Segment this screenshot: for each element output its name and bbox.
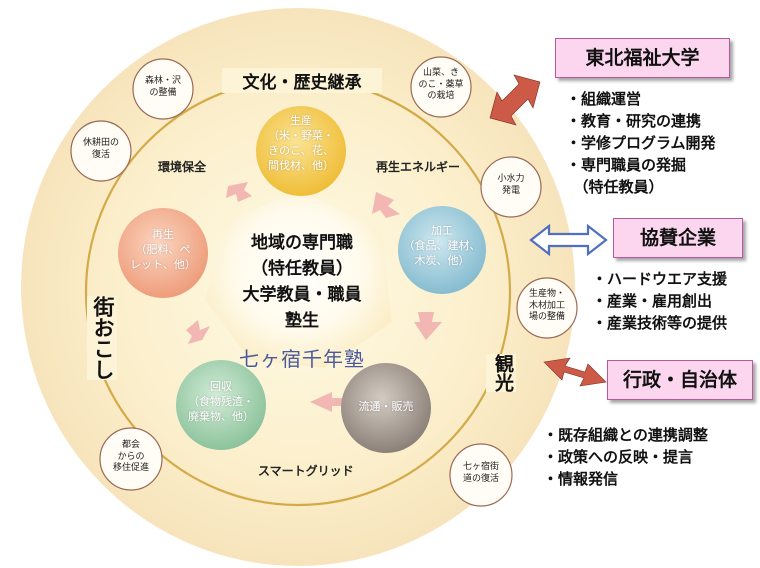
center-pentagon	[205, 190, 392, 368]
center-line-1: 地域の専門職	[251, 233, 353, 253]
center-text: 地域の専門職 （特任教員） 大学教員・職員 塾生	[222, 230, 382, 334]
satellite-shosuiryoku-line-2: 発電	[501, 185, 520, 196]
satellite-tokai-line-1: 都会	[121, 440, 140, 450]
partner-companies-title: 協賛企業	[613, 218, 743, 258]
ring-label-kanko: 観光	[486, 354, 516, 392]
satellite-seisanbutsu-line-1: 生産物・	[528, 289, 565, 299]
partner-companies-list: ・ハードウエア支援 ・産業・雇用創出 ・産業技術等の提供	[592, 268, 727, 334]
satellite-shinrin-line-2: の整備	[149, 87, 177, 98]
partner-companies-item: ・産業・雇用創出	[592, 292, 713, 310]
partner-companies-item: ・ハードウエア支援	[592, 270, 728, 288]
satellite-shinrin: 森林・沢 の整備	[133, 76, 193, 99]
seisan-text: 生産 （米・野菜・ きのこ、花、 間伐材、他）	[256, 114, 346, 173]
satellite-kyukouden-line-2: 復活	[91, 149, 110, 160]
circle-kaishu	[176, 360, 266, 450]
saisei-text: 再生 （肥料、ペ レット、他）	[118, 228, 208, 273]
satellite-shosuiryoku: 小水力 発電	[481, 174, 541, 197]
satellite-sansai-line-3: の栽培	[427, 91, 455, 102]
circle-kakou	[398, 206, 486, 294]
satellite-kyukouden-line-1: 休耕田の	[82, 138, 119, 148]
satellite-circles	[70, 56, 578, 507]
satellite-shukuba-line-2: 道の復活	[462, 473, 499, 484]
ring-label-machi: 街おこし	[87, 296, 117, 380]
circle-seisan	[256, 106, 346, 196]
satellite-shukuba: 七ヶ宿街 道の復活	[451, 462, 511, 485]
partner-university-item: （特任教員）	[566, 178, 664, 196]
satellite-tokai-line-2: からの	[117, 451, 145, 462]
ring-label-kankyo: 環境保全	[158, 160, 207, 174]
satellite-sansai: 山菜、き のこ・薬草 の栽培	[411, 68, 471, 103]
satellite-shukuba-line-1: 七ヶ宿街	[462, 462, 499, 472]
satellite-kyukouden: 休耕田の 復活	[71, 138, 131, 161]
ring-label-smartgrid: スマートグリッド	[258, 464, 354, 478]
satellite-seisanbutsu-line-3: 場の整備	[528, 312, 565, 323]
seisan-detail-1: （米・野菜・	[268, 128, 334, 142]
saisei-detail-2: レット、他）	[130, 257, 196, 271]
red-double-arrows	[489, 74, 607, 387]
partner-university-title: 東北福祉大学	[555, 38, 730, 78]
ring-label-bunka: 文化・歴史継承	[222, 68, 382, 93]
satellite-seisanbutsu: 生産物・ 木材加工 場の整備	[517, 289, 577, 324]
partner-university-item: ・組織運営	[566, 90, 642, 108]
circle-ryutsu	[341, 363, 431, 453]
center-line-2: （特任教員）	[251, 259, 353, 279]
kaishu-detail-2: 廃棄物、他）	[188, 409, 254, 423]
center-line-3: 大学教員・職員	[242, 285, 362, 305]
saisei-label: 再生	[152, 228, 174, 241]
partner-government-item: ・情報発信	[543, 470, 619, 488]
partner-university-item: ・教育・研究の連携	[566, 112, 702, 130]
kakou-label: 加工	[431, 224, 453, 237]
satellite-sansai-line-2: のこ・薬草	[418, 79, 464, 90]
partner-government-item: ・政策への反映・提言	[543, 448, 694, 466]
satellite-sansai-line-1: 山菜、き	[422, 68, 459, 78]
seisan-detail-3: 間伐材、他）	[268, 158, 334, 172]
ryutsu-text: 流通・販売	[341, 400, 431, 415]
saisei-detail-1: （肥料、ペ	[135, 242, 191, 256]
satellite-shinrin-line-1: 森林・沢	[144, 76, 181, 86]
kaishu-detail-1: （食物残渣・	[188, 394, 254, 408]
seisan-detail-2: きのこ、花、	[268, 143, 334, 157]
ring-label-energy: 再生エネルギー	[376, 160, 461, 174]
seisan-label: 生産	[290, 114, 312, 127]
circle-saisei	[118, 208, 208, 298]
satellite-shosuiryoku-line-1: 小水力	[497, 174, 525, 184]
kakou-detail-2: 木炭、他）	[414, 253, 470, 267]
kaishu-label: 回収	[210, 380, 232, 393]
partner-university-list: ・組織運営 ・教育・研究の連携 ・学修プログラム開発 ・専門職員の発掘 （特任教…	[566, 88, 716, 198]
partner-companies-item: ・産業技術等の提供	[592, 314, 728, 332]
partner-university-item: ・専門職員の発掘	[566, 156, 687, 174]
partner-government-item: ・既存組織との連携調整	[543, 426, 708, 444]
satellite-seisanbutsu-line-2: 木材加工	[528, 300, 565, 311]
kakou-detail-1: （食品、建材、	[403, 238, 481, 252]
partner-university-item: ・学修プログラム開発	[566, 134, 716, 152]
satellite-tokai-line-3: 移住促進	[112, 463, 149, 474]
kaishu-text: 回収 （食物残渣・ 廃棄物、他）	[176, 380, 266, 425]
center-name: 七ヶ宿千年塾	[239, 347, 365, 371]
partner-government-list: ・既存組織との連携調整 ・政策への反映・提言 ・情報発信	[543, 424, 708, 490]
partner-government-title: 行政・自治体	[607, 360, 753, 400]
kakou-text: 加工 （食品、建材、 木炭、他）	[396, 224, 488, 269]
center-line-4: 塾生	[285, 311, 319, 331]
cycle-arrows	[186, 182, 442, 412]
blue-double-arrow	[529, 223, 608, 257]
ryutsu-label: 流通・販売	[358, 400, 414, 413]
satellite-tokai: 都会 からの 移住促進	[101, 440, 161, 475]
